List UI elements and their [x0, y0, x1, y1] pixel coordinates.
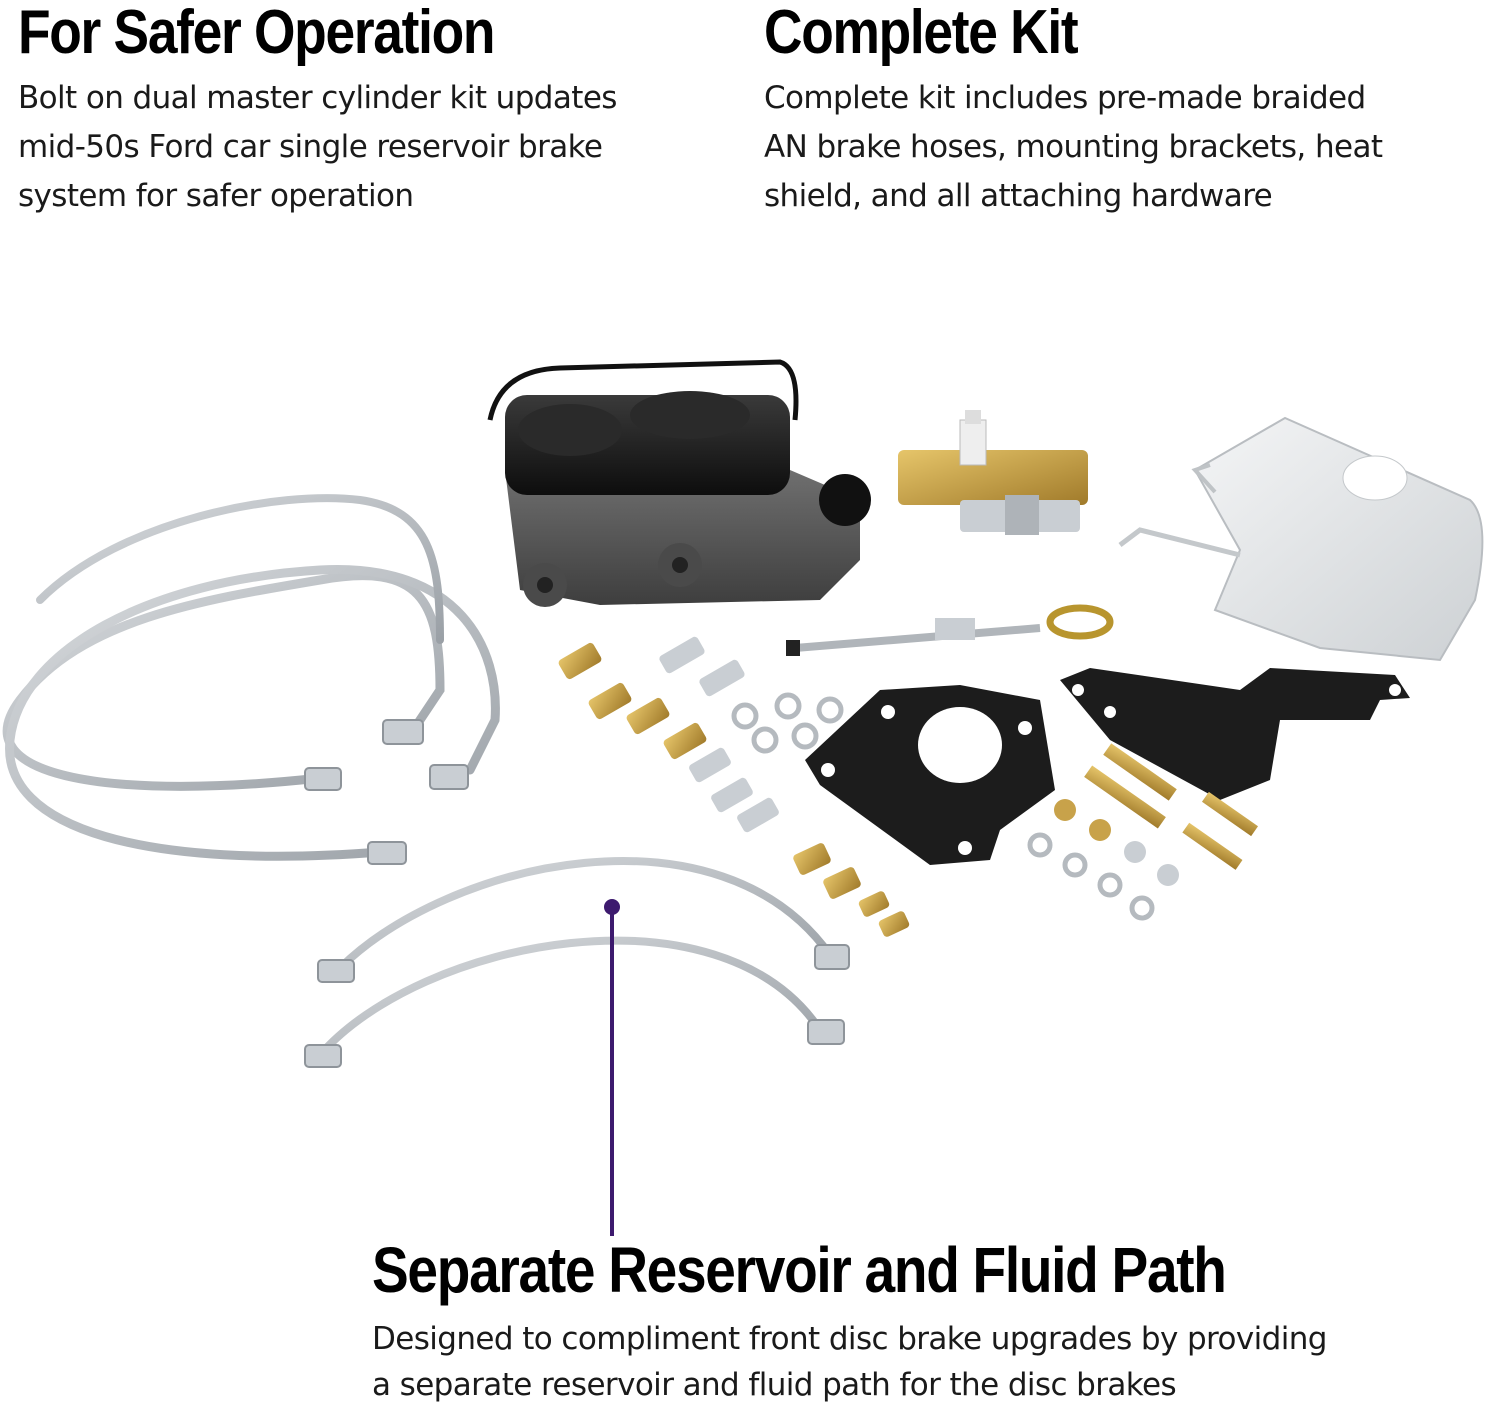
feature-description-line: mid-50s Ford car single reservoir brake — [18, 129, 603, 165]
mounting-bracket-icon — [805, 668, 1410, 865]
feature-description: Designed to compliment front disc brake … — [372, 1316, 1492, 1408]
braided-hoses-bottom — [316, 857, 834, 1059]
master-cylinder-icon — [487, 359, 871, 607]
feature-title: Separate Reservoir and Fluid Path — [372, 1234, 1227, 1306]
braided-hoses-left — [2, 494, 500, 861]
bolts-and-nuts — [1054, 743, 1259, 886]
washers — [731, 692, 1155, 921]
feature-title: Complete Kit — [764, 0, 1079, 67]
feature-description-line: Bolt on dual master cylinder kit updates — [18, 80, 617, 116]
fittings-hardware — [558, 636, 910, 937]
feature-description-line: shield, and all attaching hardware — [764, 178, 1273, 214]
hose-fittings-left — [304, 719, 469, 865]
feature-description-line: Designed to compliment front disc brake … — [372, 1321, 1327, 1357]
hose-fittings-bottom — [304, 944, 850, 1068]
feature-separate-reservoir: Separate Reservoir and Fluid Path Design… — [372, 1238, 1492, 1408]
feature-description-line: a separate reservoir and fluid path for … — [372, 1367, 1177, 1403]
feature-complete-kit: Complete Kit Complete kit includes pre-m… — [764, 0, 1494, 221]
feature-title: For Safer Operation — [18, 0, 495, 67]
feature-description-line: AN brake hoses, mounting brackets, heat — [764, 129, 1383, 165]
heat-shield-icon — [1118, 416, 1484, 662]
feature-description: Complete kit includes pre-made braided A… — [764, 74, 1494, 221]
feature-description-line: Complete kit includes pre-made braided — [764, 80, 1366, 116]
feature-safer-operation: For Safer Operation Bolt on dual master … — [18, 0, 738, 221]
feature-description: Bolt on dual master cylinder kit updates… — [18, 74, 738, 221]
proportioning-valve-icon — [898, 410, 1088, 535]
callout-line — [604, 899, 620, 1236]
brake-line-icon — [786, 604, 1114, 656]
feature-description-line: system for safer operation — [18, 178, 414, 214]
